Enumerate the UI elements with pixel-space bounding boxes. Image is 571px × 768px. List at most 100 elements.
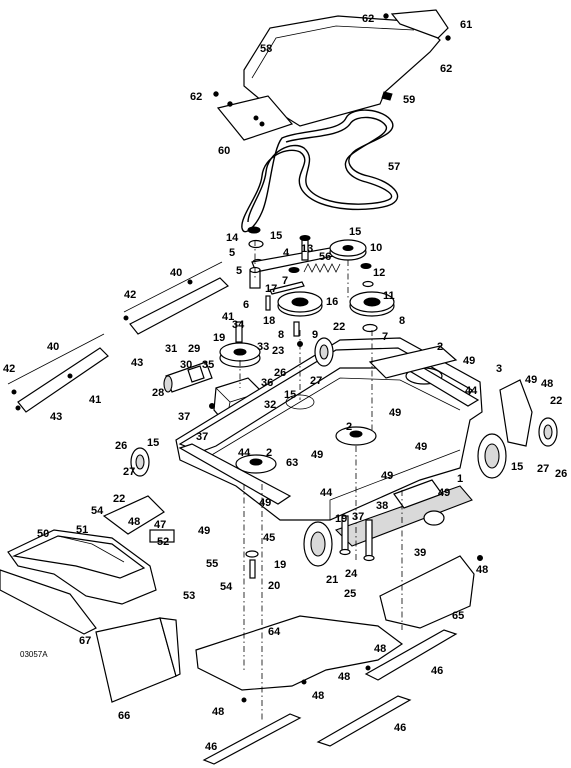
- belt-cover-assembly: [213, 9, 451, 141]
- mower-blades: [202, 629, 458, 765]
- callout-label: 47: [154, 519, 166, 531]
- callout-label: 56: [319, 251, 331, 263]
- callout-label: 41: [222, 311, 234, 323]
- callout-label: 2: [437, 341, 443, 353]
- callout-label: 26: [115, 440, 127, 452]
- callout-label: 33: [257, 341, 269, 353]
- callout-label: 53: [183, 590, 195, 602]
- callout-label: 46: [205, 741, 217, 753]
- callout-label: 62: [362, 13, 374, 25]
- callout-label: 48: [338, 671, 350, 683]
- callout-label: 48: [128, 516, 140, 528]
- callout-label: 38: [376, 500, 388, 512]
- callout-label: 41: [89, 394, 101, 406]
- callout-label: 13: [301, 243, 313, 255]
- callout-label: 3: [496, 363, 502, 375]
- callout-label: 49: [438, 487, 450, 499]
- callout-label: 49: [389, 407, 401, 419]
- drive-belt: [241, 109, 399, 233]
- callout-label: 44: [238, 447, 251, 459]
- callout-label: 34: [232, 319, 245, 331]
- callout-label: 65: [452, 610, 464, 622]
- callout-label: 20: [268, 580, 280, 592]
- callout-label: 11: [383, 290, 395, 302]
- callout-label: 46: [394, 722, 406, 734]
- callout-label: 15: [511, 461, 523, 473]
- callout-label: 42: [124, 289, 136, 301]
- callout-label: 46: [431, 665, 443, 677]
- callout-label: 42: [3, 363, 15, 375]
- callout-label: 57: [388, 161, 400, 173]
- callout-label: 49: [525, 374, 537, 386]
- callout-label: 22: [333, 321, 345, 333]
- anti-scalp-wheels: [130, 337, 558, 567]
- callout-label: 54: [220, 581, 233, 593]
- callout-label: 48: [312, 690, 324, 702]
- callout-label: 7: [282, 275, 288, 287]
- callout-label: 19: [274, 559, 286, 571]
- callout-label: 49: [463, 355, 475, 367]
- callout-label: 9: [312, 329, 318, 341]
- callout-label: 7: [382, 331, 388, 343]
- callout-label: 52: [157, 536, 169, 548]
- callout-label: 49: [259, 497, 271, 509]
- callout-label: 63: [286, 457, 298, 469]
- callout-label: 61: [460, 19, 472, 31]
- callout-label: 27: [310, 375, 322, 387]
- callout-label: 28: [152, 387, 164, 399]
- callout-label: 49: [198, 525, 210, 537]
- callout-label: 54: [91, 505, 104, 517]
- callout-label: 2: [266, 447, 272, 459]
- callout-label: 19: [335, 513, 347, 525]
- callout-label: 39: [414, 547, 426, 559]
- mower-deck-main: [175, 337, 483, 521]
- callout-label: 44: [320, 487, 333, 499]
- callout-label: 37: [178, 411, 190, 423]
- discharge-deflector: [7, 495, 175, 605]
- callout-label: 43: [131, 357, 143, 369]
- callout-label: 67: [79, 635, 91, 647]
- callout-label: 15: [270, 230, 282, 242]
- callout-label: 27: [537, 463, 549, 475]
- callout-label: 44: [465, 385, 478, 397]
- callout-label: 27: [123, 466, 135, 478]
- callout-label: 37: [196, 431, 208, 443]
- callout-label: 8: [278, 329, 284, 341]
- callout-label: 43: [50, 411, 62, 423]
- callout-label: 15: [349, 226, 361, 238]
- callout-label: 50: [37, 528, 49, 540]
- callout-label: 36: [261, 377, 273, 389]
- callout-label: 17: [265, 283, 277, 295]
- callout-label: 18: [263, 315, 275, 327]
- callout-label: 1: [457, 473, 463, 485]
- callout-label: 62: [190, 91, 202, 103]
- callout-label: 19: [213, 332, 225, 344]
- callout-label: 12: [373, 267, 385, 279]
- callout-label: 48: [212, 706, 224, 718]
- callout-label: 58: [260, 43, 272, 55]
- assembly-centerlines: [239, 240, 403, 720]
- callout-label: 32: [264, 399, 276, 411]
- callout-label: 5: [236, 265, 242, 277]
- idler-pulley-hardware: [247, 226, 395, 347]
- callout-label: 35: [202, 359, 214, 371]
- callout-label: 49: [311, 449, 323, 461]
- callout-label: 48: [374, 643, 386, 655]
- callout-label: 10: [370, 242, 382, 254]
- figure-id: 03057A: [20, 650, 48, 659]
- callout-label: 62: [440, 63, 452, 75]
- callout-label: 5: [229, 247, 235, 259]
- callout-label: 40: [170, 267, 182, 279]
- callout-label: 8: [399, 315, 405, 327]
- callout-label: 29: [188, 343, 200, 355]
- callout-label: 40: [47, 341, 59, 353]
- callout-label: 21: [326, 574, 338, 586]
- callout-label: 45: [263, 532, 275, 544]
- callout-label: 24: [345, 568, 358, 580]
- callout-label: 2: [346, 421, 352, 433]
- callout-label: 37: [352, 511, 364, 523]
- gearbox-assembly: [163, 321, 263, 427]
- callout-label: 55: [206, 558, 218, 570]
- callout-label: 14: [226, 232, 239, 244]
